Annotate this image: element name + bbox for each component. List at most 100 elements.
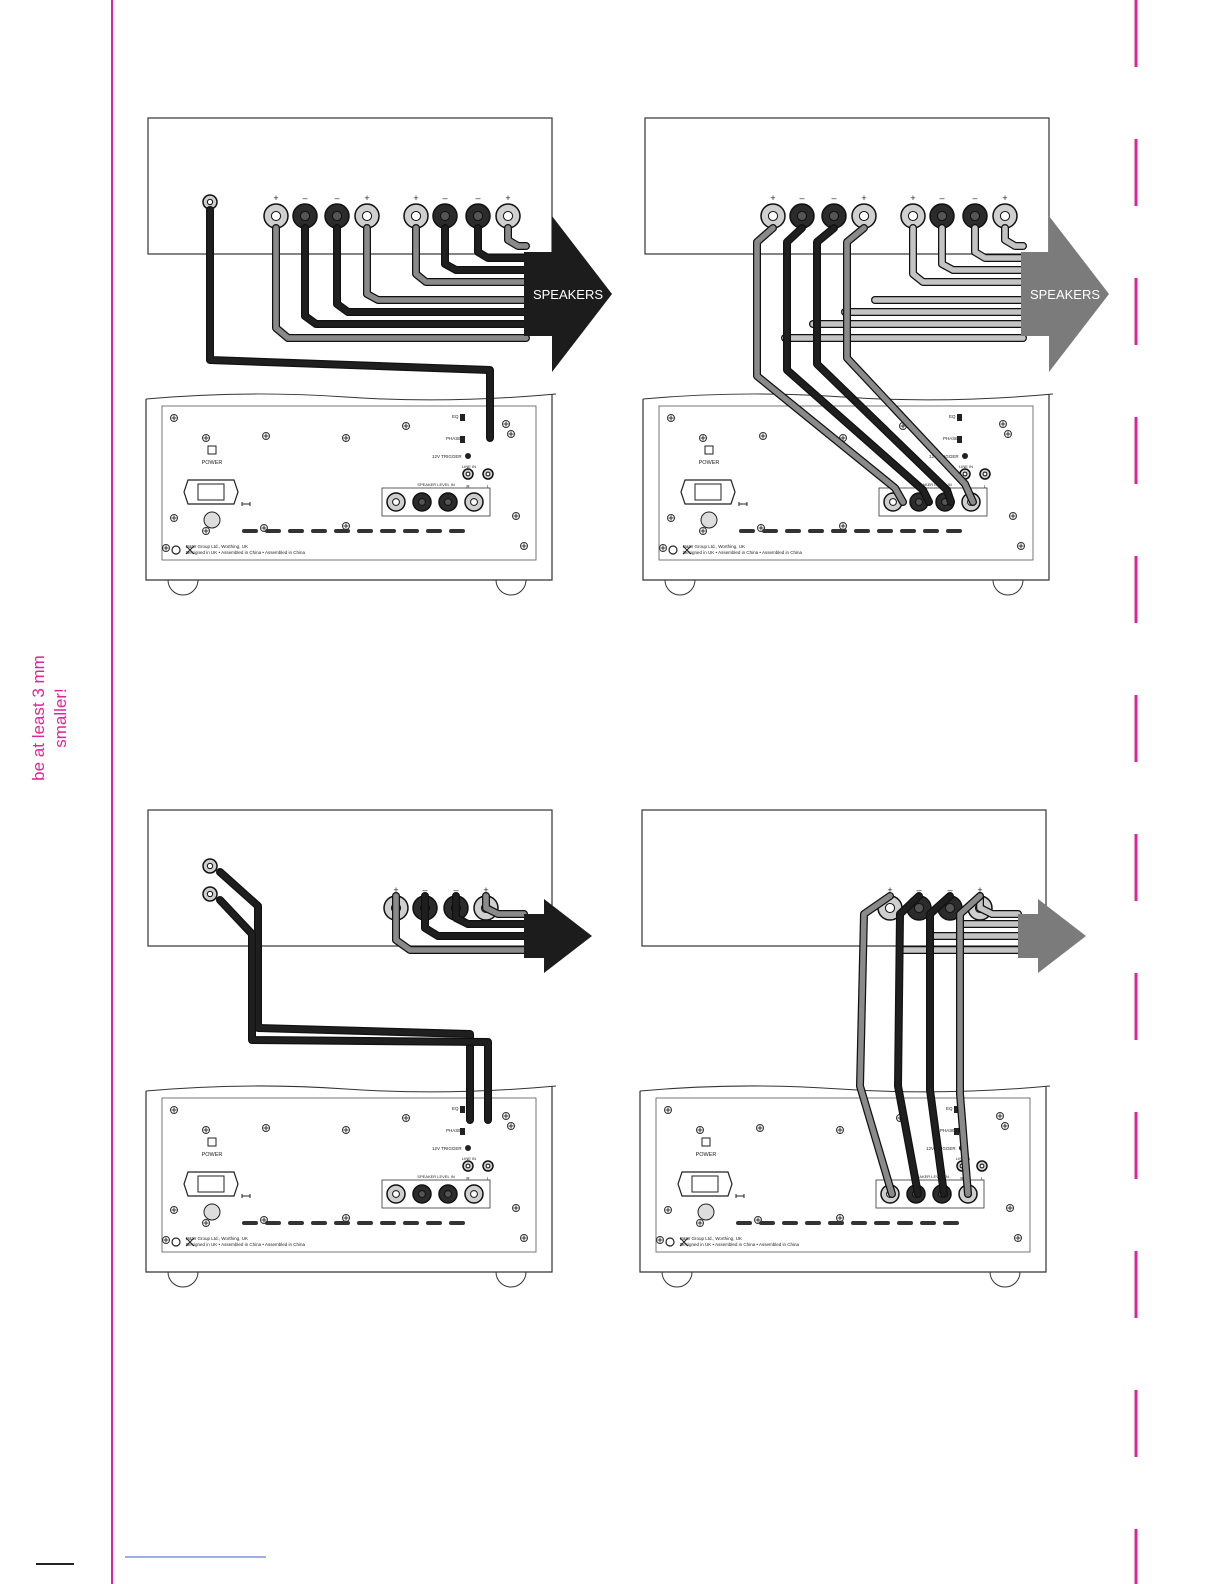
mains-socket-inner <box>694 483 722 501</box>
panel-screw-cross <box>668 515 674 521</box>
speaker-cable <box>957 893 983 1197</box>
vent-slot <box>943 1221 959 1225</box>
speakers-arrow <box>1018 899 1086 973</box>
panel-screw-cross <box>503 421 509 427</box>
panel-screw-cross <box>1015 1235 1021 1241</box>
power-switch <box>704 445 714 455</box>
vent-slot <box>357 1221 373 1225</box>
trigger-jack <box>465 1145 471 1151</box>
speaker-level-in-label: SPEAKER LEVEL IN <box>417 1174 455 1179</box>
line-in-l-socket-core <box>979 1163 985 1169</box>
line-in-r-label: R <box>960 1176 964 1181</box>
weee-icon <box>682 545 692 555</box>
phase-switch <box>460 1128 465 1135</box>
panel-screw-cross <box>1002 1123 1008 1129</box>
panel-screw-cross <box>343 1215 349 1221</box>
amp-rca-output-core <box>206 198 214 206</box>
weee-icon <box>679 1237 689 1247</box>
speaker-level-in-terminal-core <box>915 498 923 506</box>
panel-screw-cross <box>700 528 706 534</box>
amplifier-rear-panel <box>147 809 553 947</box>
subwoofer-cabinet <box>145 394 553 581</box>
panel-screw-cross <box>163 545 169 551</box>
amp-binding-post-core <box>270 210 282 222</box>
ground-symbol <box>171 1237 181 1247</box>
panel-screw-cross <box>171 1107 177 1113</box>
power-label: POWER <box>696 1152 717 1158</box>
amp-post-polarity: – <box>453 885 458 895</box>
panel-screw-cross <box>1007 1205 1013 1211</box>
eq-switch <box>954 1106 959 1113</box>
vent-slot <box>357 529 373 533</box>
vent-slot <box>449 1221 465 1225</box>
speakers-arrow <box>524 216 612 372</box>
amp-post-polarity: – <box>831 193 836 203</box>
line-in-l-label: L <box>487 484 490 489</box>
speaker-level-in-terminal-core <box>444 1190 452 1198</box>
vent-slot <box>334 1221 350 1225</box>
power-label: POWER <box>699 460 720 466</box>
ground-symbol <box>668 545 678 555</box>
vent-slot <box>288 529 304 533</box>
vent-slot <box>265 529 281 533</box>
phase-switch <box>954 1128 959 1135</box>
panel-screw-cross <box>665 1107 671 1113</box>
vent-slot <box>288 1221 304 1225</box>
speaker-cable <box>475 225 529 261</box>
speaker-cable <box>302 225 529 327</box>
vent-slot <box>874 1221 890 1225</box>
amp-binding-post-core <box>969 210 981 222</box>
amp-binding-post-core <box>944 902 956 914</box>
line-in-label: LINE IN <box>462 1156 476 1161</box>
vent-slot <box>897 1221 913 1225</box>
weee-icon <box>185 1237 195 1247</box>
speaker-level-in-label: SPEAKER LEVEL IN <box>417 482 455 487</box>
power-label: POWER <box>202 1152 223 1158</box>
vent-slot <box>762 529 778 533</box>
panel-screw-cross <box>263 433 269 439</box>
speaker-cable <box>334 225 529 315</box>
vent-slot <box>831 529 847 533</box>
panel-screw-cross <box>837 1215 843 1221</box>
weee-icon <box>185 545 195 555</box>
panel-screw-cross <box>163 1237 169 1243</box>
line-in-r-label: R <box>466 1176 470 1181</box>
amp-post-polarity: – <box>334 193 339 203</box>
manufacturer-text: B&W Group Ltd., Worthing, UK <box>680 1236 742 1241</box>
amplifier-rear-panel <box>147 117 553 255</box>
vent-slot <box>854 529 870 533</box>
speaker-cable <box>844 225 976 505</box>
panel-screw-cross <box>997 1113 1003 1119</box>
manufacturer-text: B&W Group Ltd., Worthing, UK <box>186 544 248 549</box>
panel-screw-cross <box>343 1127 349 1133</box>
amp-post-polarity: + <box>273 193 278 203</box>
amp-binding-post-core <box>331 210 343 222</box>
panel-screw-cross <box>900 423 906 429</box>
speakers-arrow <box>1021 216 1109 372</box>
vent-slot <box>380 1221 396 1225</box>
panel-screw-cross <box>755 1217 761 1223</box>
subwoofer-foot-left <box>167 1271 199 1288</box>
amp-post-polarity: + <box>1002 193 1007 203</box>
speakers-arrow-label: SPEAKERS <box>533 287 603 302</box>
trigger-label: 12V TRIGGER <box>432 454 462 459</box>
amp-binding-post-core <box>502 210 514 222</box>
speaker-cable <box>442 225 529 273</box>
amp-binding-post-core <box>858 210 870 222</box>
panel-screw-cross <box>758 525 764 531</box>
panel-screw-cross <box>261 525 267 531</box>
amp-binding-post-core <box>936 210 948 222</box>
amp-post-polarity: + <box>393 885 398 895</box>
vent-slot <box>736 1221 752 1225</box>
amp-binding-post-core <box>410 210 422 222</box>
vent-slot <box>759 1221 775 1225</box>
speaker-cable <box>505 225 529 249</box>
speaker-level-in-terminal-core <box>418 1190 426 1198</box>
amp-binding-post-core <box>999 210 1011 222</box>
vent-slot <box>334 529 350 533</box>
amp-post-polarity: + <box>413 193 418 203</box>
subwoofer-foot-right <box>495 1271 527 1288</box>
power-switch <box>207 1137 217 1147</box>
